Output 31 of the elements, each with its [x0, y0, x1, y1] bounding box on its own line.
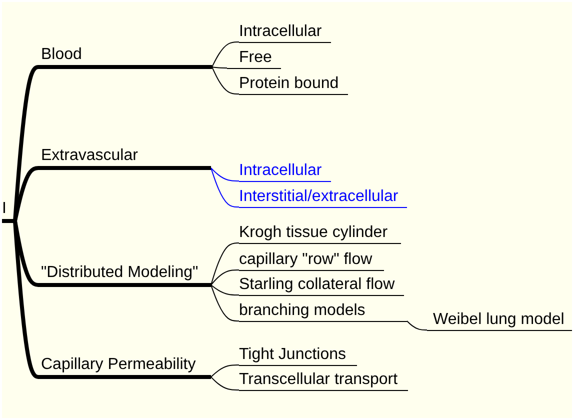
subtopic-label: Protein bound: [239, 74, 348, 94]
subtopic-label: Tight Junctions: [239, 344, 357, 366]
subtopic-label: Free: [227, 48, 281, 68]
branch-line: [210, 284, 240, 296]
branch-line: [210, 168, 240, 182]
branch-line: [13, 166, 42, 223]
subtopic-label: Weibel lung model: [427, 310, 572, 330]
subtopic-label: Interstitial/extracellular: [239, 186, 407, 208]
branch-line: [210, 270, 240, 286]
branch-line: [212, 66, 240, 94]
subtopic-label: Intracellular: [239, 160, 331, 182]
branch-line: [406, 320, 428, 330]
branch-line: [210, 284, 240, 322]
topic-label: Extravascular: [40, 146, 211, 170]
branch-line: [13, 219, 42, 379]
branch-line: [210, 168, 240, 208]
subtopic-label: capillary "row" flow: [239, 250, 384, 270]
branch-line: [210, 364, 240, 378]
root-topic: I: [2, 199, 15, 223]
topic-label: Blood: [40, 45, 212, 69]
subtopic-label: Intracellular: [239, 22, 331, 42]
topic-label: Capillary Permeability: [40, 355, 211, 379]
branch-line: [212, 42, 240, 68]
subtopic-label: Starling collateral flow: [239, 274, 404, 296]
subtopic-label: Transcellular transport: [239, 370, 408, 390]
subtopic-label: branching models: [239, 300, 407, 322]
branch-line: [210, 376, 240, 390]
branch-line: [210, 242, 240, 286]
branch-line: [212, 66, 228, 68]
topic-label: "Distributed Modeling": [40, 263, 211, 287]
subtopic-label: Krogh tissue cylinder: [239, 222, 401, 244]
